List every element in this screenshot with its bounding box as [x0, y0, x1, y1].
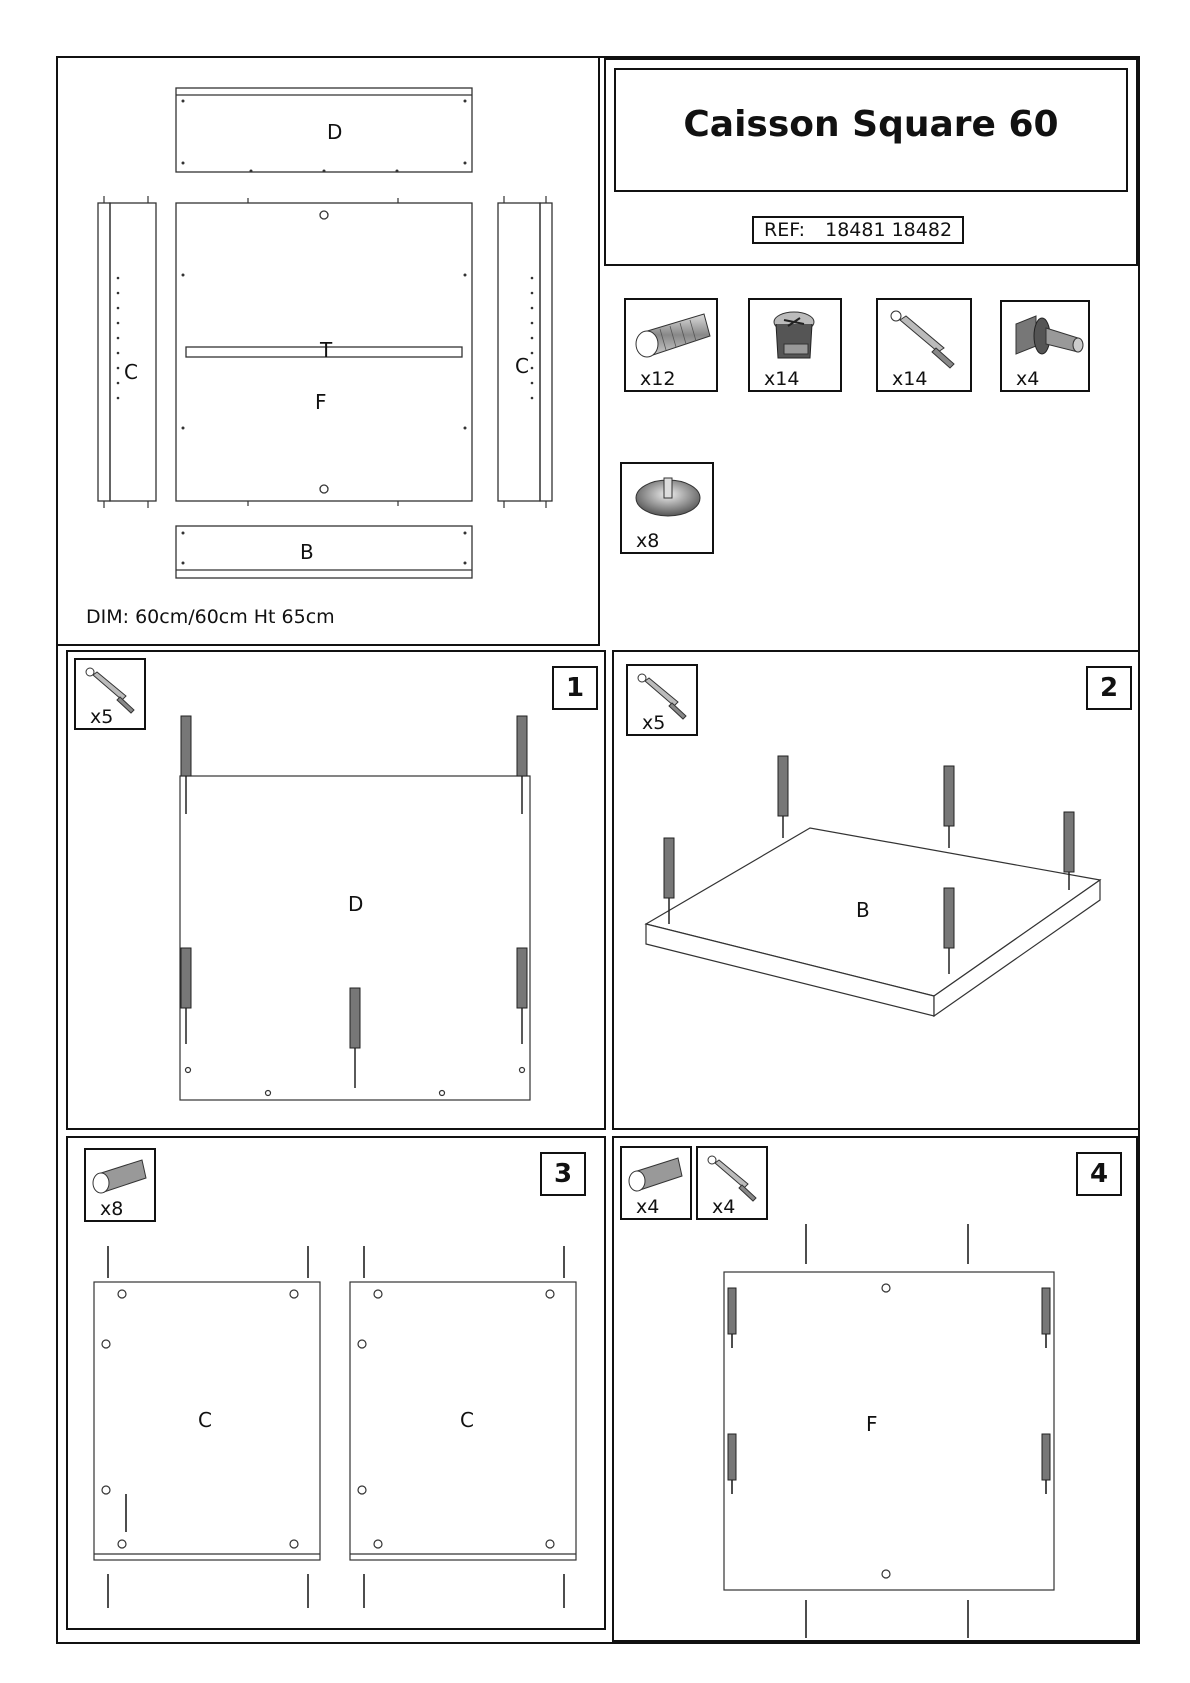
- step-hardware-cam-bolt: x5: [626, 664, 698, 736]
- reference-values: 18481 18482: [825, 219, 953, 241]
- hardware-count: x4: [712, 1196, 736, 1218]
- title-box: Caisson Square 60: [614, 68, 1128, 192]
- step-hardware-cam-bolt: x4: [696, 1146, 768, 1220]
- step-hardware-dowel: x8: [84, 1148, 156, 1222]
- step-1-panel: 1 x5 D: [66, 650, 606, 1130]
- wooden-dowel-icon: [635, 313, 711, 358]
- exploded-view-drawing: [97, 87, 553, 579]
- cam-lock-icon: [773, 311, 815, 359]
- shelf-support-icon: [1015, 315, 1084, 355]
- hardware-count: x5: [90, 706, 114, 728]
- hardware-count: x4: [636, 1196, 660, 1218]
- hardware-item-dowel: x12: [624, 298, 718, 392]
- hardware-count: x14: [764, 368, 800, 390]
- hardware-item-foot-pad: x8: [620, 462, 714, 554]
- wooden-dowel-icon: [92, 1159, 147, 1194]
- step-4-panel-label: F: [866, 1412, 878, 1436]
- reference-box: REF: 18481 18482: [752, 216, 965, 244]
- cam-bolt-icon: [85, 667, 135, 714]
- panel-label-left-side: C: [124, 360, 138, 384]
- hardware-count: x8: [636, 530, 660, 552]
- panel-label-top: D: [327, 120, 343, 144]
- step-3-panel-label-left: C: [198, 1408, 212, 1432]
- dimensions-text: DIM: 60cm/60cm Ht 65cm: [86, 606, 335, 628]
- step-4-panel: 4 x4 x4 F: [612, 1136, 1138, 1642]
- step-1-panel-label: D: [348, 892, 364, 916]
- panel-label-right-side: C: [515, 354, 529, 378]
- step-3-panel: 3 x8 C C: [66, 1136, 606, 1630]
- step-number: 2: [1086, 666, 1132, 710]
- step-2-drawing: [644, 755, 1102, 1018]
- reference-label: REF:: [764, 219, 806, 241]
- step-4-drawing: [723, 1224, 1055, 1638]
- hardware-count: x4: [1016, 368, 1040, 390]
- step-2-panel: 2 x5 B: [612, 650, 1140, 1130]
- page-title: Caisson Square 60: [683, 104, 1059, 145]
- cam-bolt-icon: [707, 1155, 757, 1202]
- panel-label-bottom: B: [300, 540, 314, 564]
- step-number: 1: [552, 666, 598, 710]
- panel-label-shelf: T: [320, 338, 333, 362]
- overview-panel: D C C F T B DIM: 60cm/60cm Ht 65cm: [56, 56, 600, 646]
- cam-bolt-icon: [890, 310, 955, 369]
- title-panel: [604, 58, 1138, 266]
- hardware-item-shelf-support: x4: [1000, 300, 1090, 392]
- wooden-dowel-icon: [628, 1157, 683, 1192]
- step-number: 3: [540, 1152, 586, 1196]
- hardware-count: x5: [642, 712, 666, 734]
- hardware-count: x8: [100, 1198, 124, 1220]
- step-number: 4: [1076, 1152, 1122, 1196]
- hardware-count: x12: [640, 368, 676, 390]
- step-hardware-cam-bolt: x5: [74, 658, 146, 730]
- panel-label-middle: F: [315, 390, 327, 414]
- step-3-panel-label-right: C: [460, 1408, 474, 1432]
- foot-pad-icon: [635, 477, 701, 517]
- hardware-item-cam-bolt: x14: [876, 298, 972, 392]
- step-1-drawing: [179, 715, 531, 1101]
- hardware-item-cam-lock: x14: [748, 298, 842, 392]
- cam-bolt-icon: [637, 673, 687, 720]
- hardware-count: x14: [892, 368, 928, 390]
- step-hardware-dowel: x4: [620, 1146, 692, 1220]
- step-2-panel-label: B: [856, 898, 870, 922]
- step-3-drawing: [93, 1246, 577, 1608]
